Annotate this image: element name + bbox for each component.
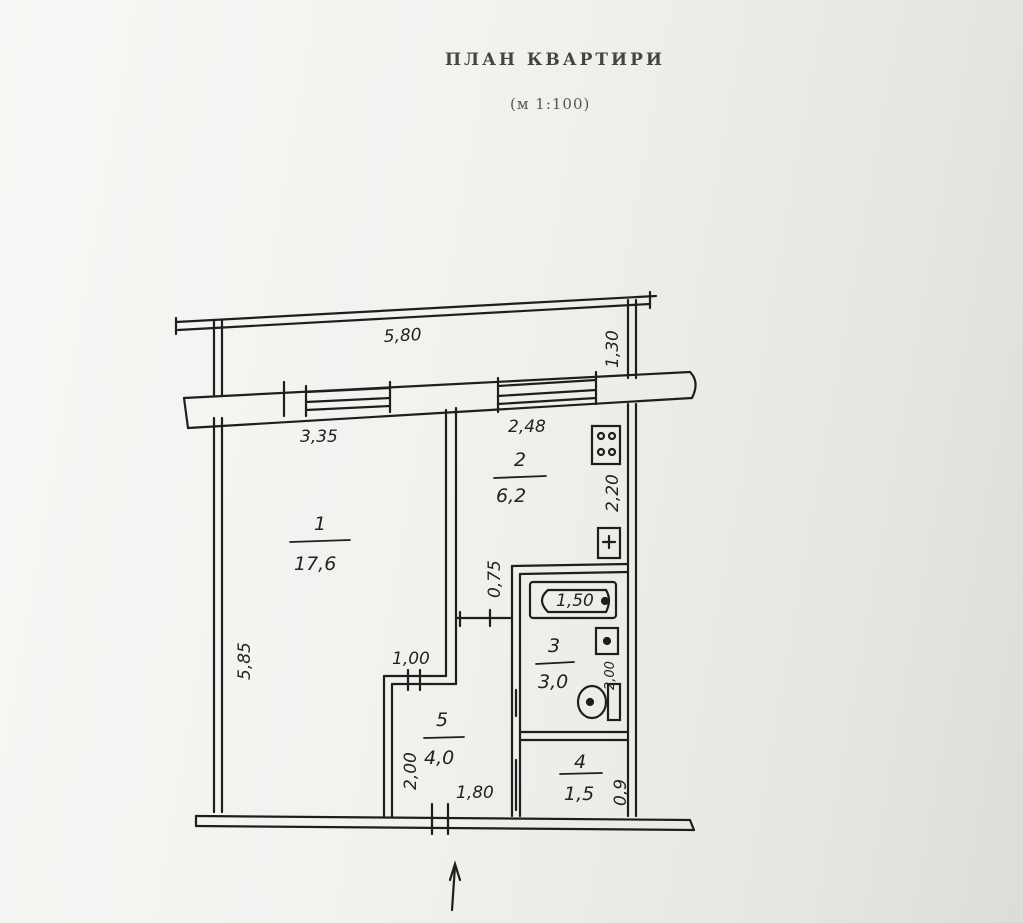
- room-1-number: 1: [314, 513, 326, 535]
- room-4-number: 4: [574, 751, 586, 773]
- toilet-icon: [576, 682, 622, 722]
- entrance-arrow-icon: [448, 860, 462, 912]
- right-wall: [626, 402, 638, 818]
- left-wall: [212, 416, 224, 814]
- stove-icon: [590, 424, 622, 466]
- bottom-wall: [194, 814, 696, 832]
- room-2-area: 6,2: [496, 485, 526, 507]
- dim-left-height: 5,85: [235, 642, 255, 680]
- dim-balcony-depth: 1,30: [603, 330, 623, 368]
- dim-wc-depth: 0,9: [611, 779, 631, 806]
- dim-room1-width: 3,35: [300, 427, 338, 447]
- window-room1: [282, 380, 392, 418]
- room-fraction-lines: [289, 475, 603, 775]
- dim-corridor-step: 1,00: [392, 649, 430, 669]
- kitchen-sink-icon: [596, 526, 622, 560]
- dim-hall-depth: 2,00: [401, 752, 421, 790]
- dim-bath-length: 1,50: [556, 591, 594, 611]
- partition-room1-kitchen: [382, 406, 458, 818]
- exterior-wall: [182, 370, 697, 430]
- balcony-rail: [174, 290, 658, 336]
- balcony-side-walls: [212, 298, 638, 397]
- dim-kitchen-width: 2,48: [508, 417, 546, 437]
- dim-hall-width: 1,80: [456, 783, 494, 803]
- dim-top-width: 5,80: [383, 325, 422, 347]
- room-2-number: 2: [514, 449, 526, 471]
- room-5-area: 4,0: [424, 747, 454, 769]
- bathtub-icon: [528, 580, 618, 620]
- room-5-number: 5: [436, 709, 448, 731]
- room-3-number: 3: [548, 635, 560, 657]
- sink-icon: [594, 626, 620, 656]
- room-1-area: 17,6: [294, 553, 336, 575]
- dim-kitchen-depth: 2,20: [603, 474, 623, 512]
- dim-partition: 0,75: [485, 560, 505, 598]
- window-kitchen: [496, 370, 598, 414]
- door-marks: [430, 608, 518, 836]
- bathroom-walls: [510, 562, 630, 818]
- room-3-area: 3,0: [538, 671, 568, 693]
- scale-label: (м 1:100): [510, 95, 591, 113]
- dim-bathroom-depth: 2,00: [603, 661, 618, 690]
- page-title: ПЛАН КВАРТИРИ: [445, 50, 665, 70]
- room-4-area: 1,5: [564, 783, 594, 805]
